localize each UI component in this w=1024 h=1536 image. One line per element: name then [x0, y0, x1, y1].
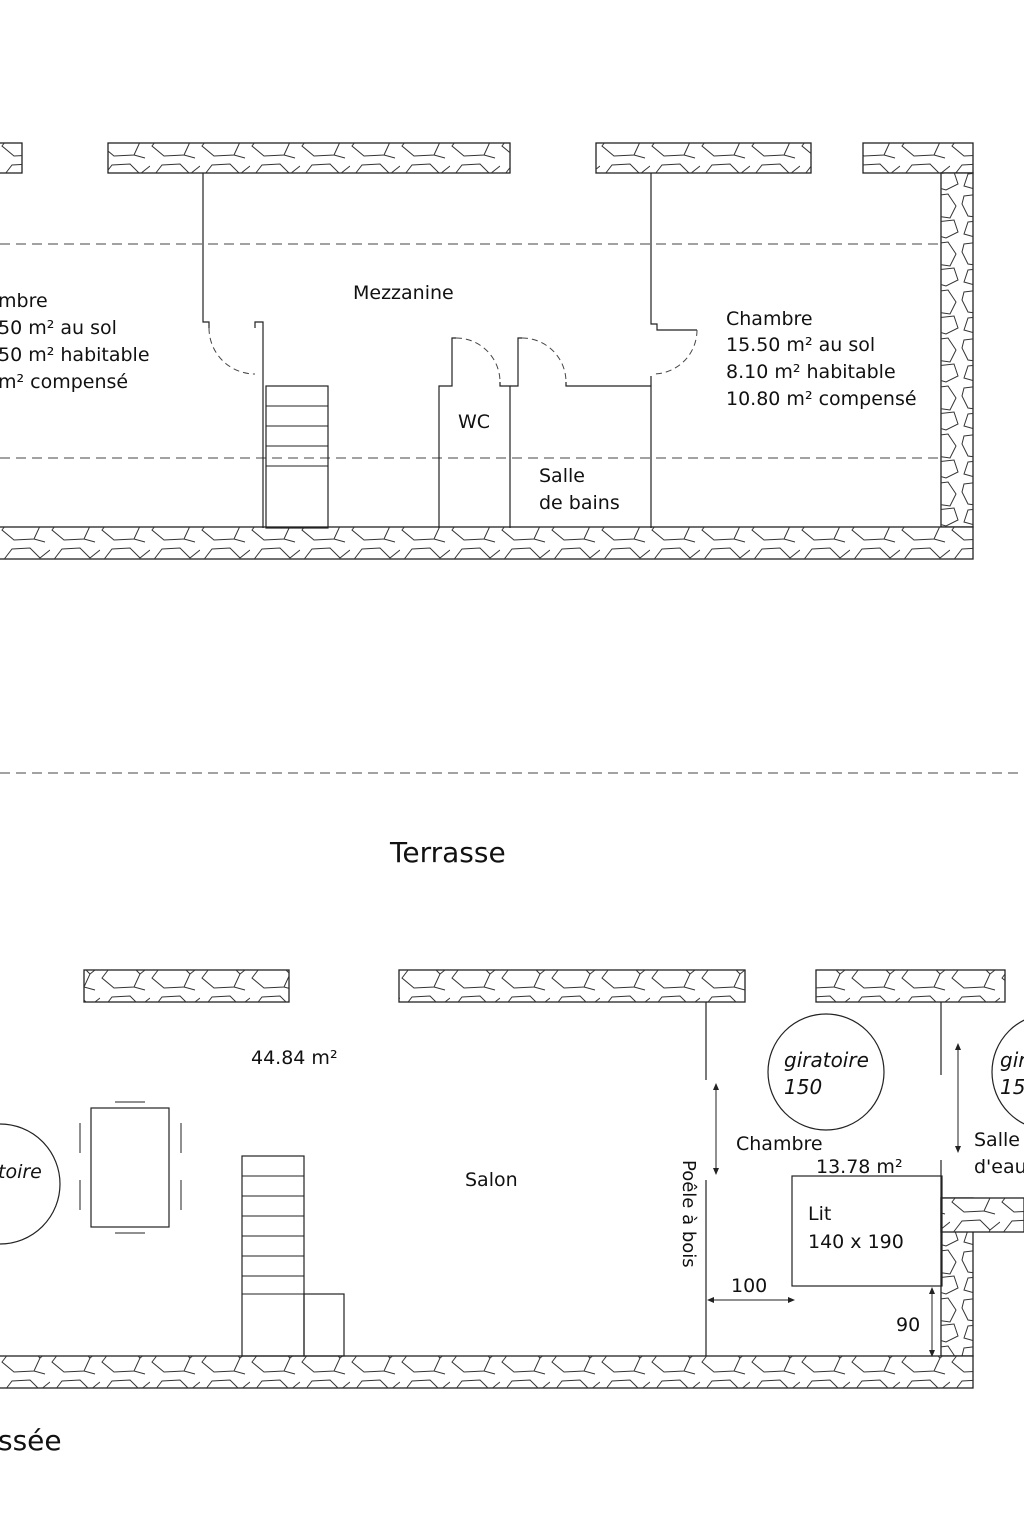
bathroom-label-line1: Salle [539, 465, 585, 487]
wc-label: WC [458, 411, 490, 433]
giratoire-label-line1: giratoire [784, 1048, 869, 1072]
salon-area-label: 44.84 m² [251, 1047, 338, 1069]
wood-stove-label: Poêle à bois [678, 1160, 699, 1268]
left-room-name: mbre [0, 290, 48, 312]
right-room-floor-area: 15.50 m² au sol [726, 334, 875, 356]
ground-floor: 44.84 m² Salon toire Poêle à bois Chambr… [0, 969, 1024, 1457]
shower-room-label-line2: d'eau [974, 1156, 1024, 1178]
left-room-floor-area: 50 m² au sol [0, 317, 117, 339]
bathroom-label-line2: de bains [539, 492, 620, 514]
terrace-label: Terrasse [389, 836, 506, 869]
giratoire-label-line2: 150 [784, 1075, 822, 1099]
right-room-name: Chambre [726, 308, 813, 330]
giratoire-2-label-line2: 15 [1000, 1075, 1024, 1099]
dimension-90-label: 90 [896, 1314, 920, 1336]
left-giratoire-label: toire [0, 1161, 42, 1183]
salon-label: Salon [465, 1169, 518, 1191]
bed-label-line1: Lit [808, 1203, 831, 1225]
ground-floor-title: ssée [0, 1424, 62, 1457]
shower-room-label-line1: Salle [974, 1129, 1020, 1151]
giratoire-2-label-line1: gir [1000, 1048, 1024, 1072]
left-room-habitable-area: 50 m² habitable [0, 344, 150, 366]
dimension-100-label: 100 [731, 1275, 767, 1297]
left-room-compensated-area: m² compensé [0, 371, 128, 393]
bed-label-line2: 140 x 190 [808, 1231, 904, 1253]
right-room-compensated-area: 10.80 m² compensé [726, 388, 917, 410]
bedroom-area-label: 13.78 m² [816, 1156, 903, 1178]
mezzanine-label: Mezzanine [353, 282, 454, 304]
upper-floor: mbre 50 m² au sol 50 m² habitable m² com… [0, 142, 974, 560]
bedroom-label: Chambre [736, 1133, 823, 1155]
right-room-habitable-area: 8.10 m² habitable [726, 361, 896, 383]
